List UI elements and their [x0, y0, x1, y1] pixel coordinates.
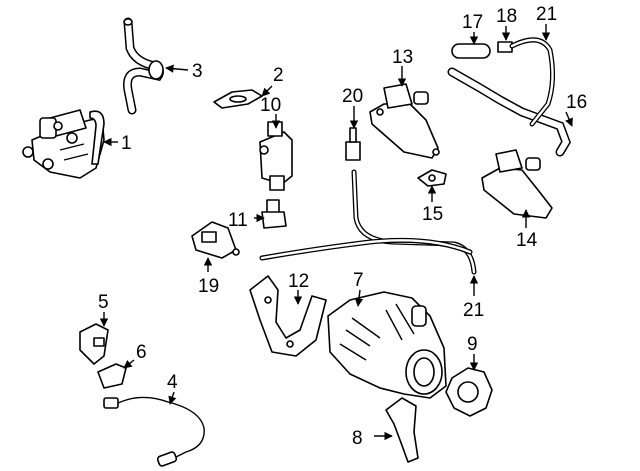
part-17-hose[interactable] — [451, 43, 491, 59]
part-21-upper-hose[interactable] — [509, 37, 556, 127]
callout-21-top: 21 — [536, 4, 557, 25]
part-9-pulley[interactable] — [445, 367, 493, 417]
callout-10: 10 — [260, 95, 281, 116]
part-6-connector[interactable] — [97, 363, 127, 389]
callout-1: 1 — [121, 133, 132, 154]
callout-3: 3 — [192, 61, 203, 82]
part-7-air-pump[interactable] — [327, 291, 447, 399]
callout-13: 13 — [392, 47, 413, 68]
callout-21-bottom: 21 — [463, 300, 484, 321]
callout-6: 6 — [136, 342, 147, 363]
callout-labels: 1 2 3 4 5 6 7 8 9 10 11 12 13 14 15 16 1… — [98, 4, 587, 449]
callout-8: 8 — [352, 428, 363, 449]
part-11-plug[interactable] — [261, 199, 287, 229]
part-19-sensor[interactable] — [191, 221, 240, 259]
callout-12: 12 — [288, 271, 309, 292]
callout-17: 17 — [462, 12, 483, 33]
part-4-oxygen-sensor[interactable] — [103, 396, 205, 467]
callout-5: 5 — [98, 292, 109, 313]
part-5-bracket[interactable] — [79, 323, 109, 365]
callout-20: 20 — [342, 86, 363, 107]
part-12-bracket[interactable] — [249, 275, 327, 357]
callout-19: 19 — [198, 276, 219, 297]
part-13-air-valve[interactable] — [369, 83, 440, 159]
part-16-air-pipe[interactable] — [447, 67, 571, 157]
part-20-check-valve[interactable] — [345, 127, 361, 161]
part-2-gasket[interactable] — [213, 89, 263, 109]
part-21-vacuum-hose[interactable] — [259, 169, 477, 275]
callout-16: 16 — [566, 92, 587, 113]
callout-15: 15 — [422, 204, 443, 225]
part-10-solenoid[interactable] — [259, 121, 293, 191]
callout-2: 2 — [273, 65, 284, 86]
callout-14: 14 — [516, 230, 538, 251]
part-15-gasket[interactable] — [417, 169, 447, 187]
callout-4: 4 — [167, 372, 178, 393]
part-1-valve-assembly[interactable] — [22, 109, 105, 179]
callout-18: 18 — [496, 6, 517, 27]
callout-11: 11 — [228, 210, 248, 231]
callout-9: 9 — [467, 334, 478, 355]
part-14-air-valve[interactable] — [481, 149, 553, 219]
callout-7: 7 — [353, 270, 364, 291]
part-3-hose[interactable] — [123, 17, 164, 115]
part-8-shield[interactable] — [385, 397, 419, 463]
callout-leaders — [99, 24, 573, 441]
